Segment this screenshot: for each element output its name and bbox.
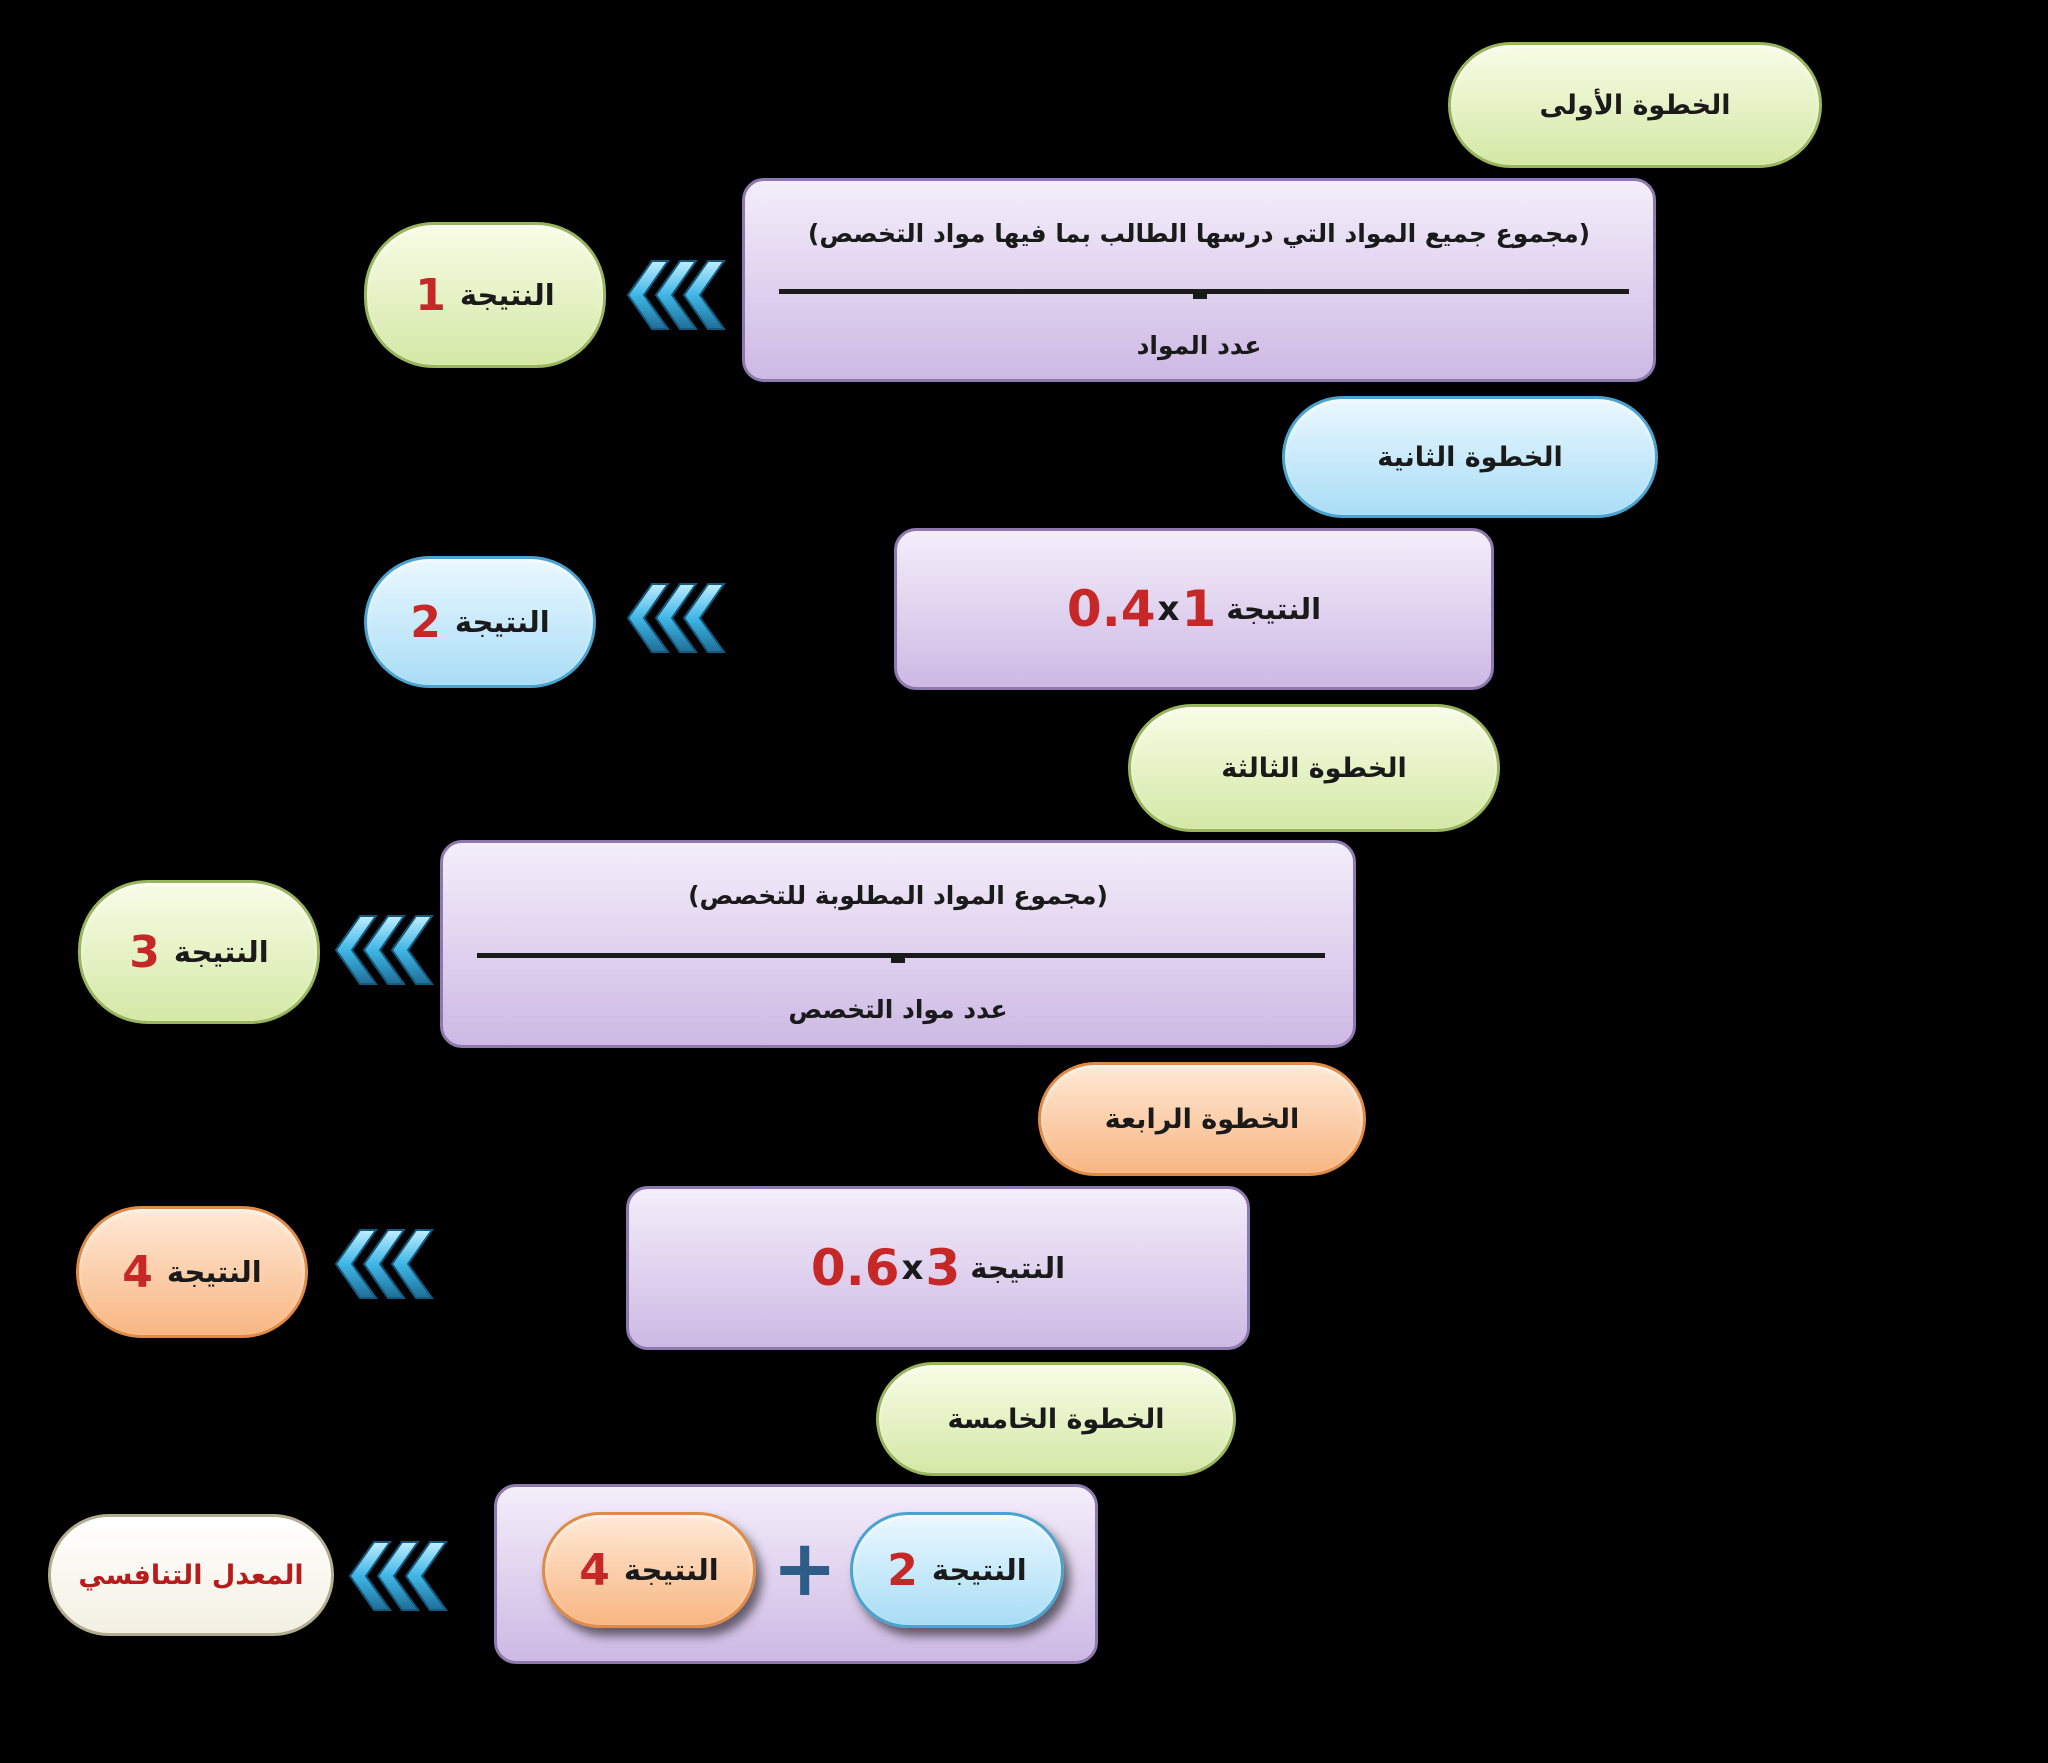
final-result-2-pill: النتيجة 2 (850, 1512, 1064, 1628)
result-1-pill: النتيجة 1 (364, 222, 606, 368)
competitive-average-label: المعدل التنافسي (78, 1559, 304, 1591)
formula-3-denominator: عدد مواد التخصص (788, 995, 1008, 1024)
final-result-4-number: 4 (579, 1544, 610, 1596)
triple-chevron-left-icon (622, 255, 732, 335)
final-result-4-pill: النتيجة 4 (542, 1512, 756, 1628)
result-2-pill: النتيجة 2 (364, 556, 596, 688)
result-4-label: النتيجة (166, 1255, 262, 1289)
formula-4-factor: 0.6 (810, 1239, 900, 1297)
result-2-number: 2 (410, 596, 441, 648)
formula-1-fraction-line (779, 289, 1629, 294)
triple-chevron-left-icon (330, 1224, 440, 1304)
result-1-number: 1 (415, 269, 446, 321)
result-3-pill: النتيجة 3 (78, 880, 320, 1024)
formula-2-box: النتيجة 1 x 0.4 (894, 528, 1494, 690)
result-4-pill: النتيجة 4 (76, 1206, 308, 1338)
step-3-text: الخطوة الثالثة (1221, 752, 1407, 784)
step-5-text: الخطوة الخامسة (947, 1403, 1165, 1435)
formula-1-numerator: (مجموع جميع المواد التي درسها الطالب بما… (807, 219, 1591, 248)
formula-2-label: النتيجة (1226, 592, 1322, 626)
step-4-label: الخطوة الرابعة (1038, 1062, 1366, 1176)
final-result-2-label: النتيجة (931, 1553, 1027, 1587)
final-result-4-label: النتيجة (623, 1553, 719, 1587)
formula-1-fraction-tick (1193, 294, 1207, 299)
formula-3-fraction-tick (891, 958, 905, 963)
formula-1-box: (مجموع جميع المواد التي درسها الطالب بما… (742, 178, 1656, 382)
result-1-label: النتيجة (459, 278, 555, 312)
result-3-number: 3 (129, 926, 160, 978)
competitive-average-pill: المعدل التنافسي (48, 1514, 334, 1636)
formula-3-fraction-line (477, 953, 1325, 958)
triple-chevron-left-icon (344, 1536, 454, 1616)
step-1-text: الخطوة الأولى (1539, 89, 1731, 121)
formula-4-ref: 3 (925, 1239, 961, 1297)
formula-2-factor: 0.4 (1066, 580, 1156, 638)
triple-chevron-left-icon (622, 578, 732, 658)
formula-3-box: (مجموع المواد المطلوبة للتخصص) عدد مواد … (440, 840, 1356, 1048)
formula-2-ref: 1 (1181, 580, 1217, 638)
result-2-label: النتيجة (454, 605, 550, 639)
step-4-text: الخطوة الرابعة (1104, 1103, 1300, 1135)
step-5-label: الخطوة الخامسة (876, 1362, 1236, 1476)
final-result-2-number: 2 (887, 1544, 918, 1596)
step-2-label: الخطوة الثانية (1282, 396, 1658, 518)
plus-icon: + (772, 1524, 838, 1614)
formula-3-numerator: (مجموع المواد المطلوبة للتخصص) (688, 881, 1108, 910)
triple-chevron-left-icon (330, 910, 440, 990)
result-4-number: 4 (122, 1246, 153, 1298)
formula-4-box: النتيجة 3 x 0.6 (626, 1186, 1250, 1350)
step-1-label: الخطوة الأولى (1448, 42, 1822, 168)
formula-1-denominator: عدد المواد (1136, 331, 1262, 360)
step-2-text: الخطوة الثانية (1377, 441, 1563, 473)
formula-2-times: x (1157, 589, 1180, 629)
formula-4-label: النتيجة (970, 1251, 1066, 1285)
step-3-label: الخطوة الثالثة (1128, 704, 1500, 832)
result-3-label: النتيجة (173, 935, 269, 969)
formula-4-times: x (901, 1248, 924, 1288)
